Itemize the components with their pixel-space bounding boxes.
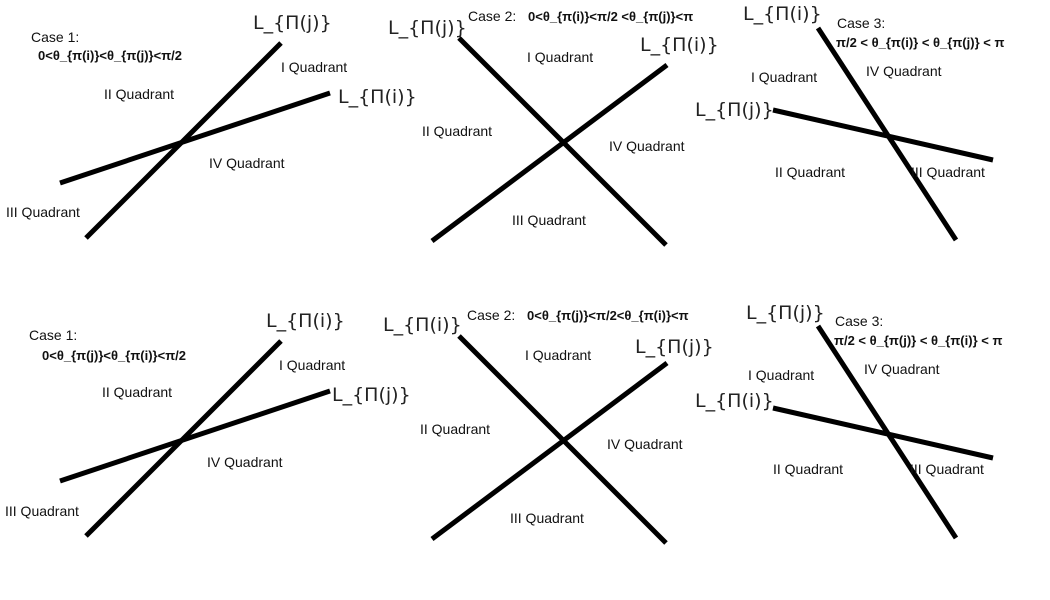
case3-mid-line-label: L_{Π(j)}: [695, 99, 774, 121]
case1-right-line-label: L_{Π(i)}: [338, 86, 417, 108]
diagram-row-bottom: Case 1: 0<θ_{π(j)}<θ_{π(i)}<π/2 L_{Π(i)}…: [0, 298, 1050, 598]
case3-condition: π/2 < θ_{π(i)} < θ_{π(j)} < π: [836, 35, 1005, 50]
case1-quadrant-3: III Quadrant: [5, 503, 79, 519]
case3-top-line-label: L_{Π(i)}: [743, 3, 822, 25]
case1-quadrant-4: IV Quadrant: [207, 454, 283, 470]
case1-title: Case 1:: [31, 29, 80, 45]
case3-title: Case 3:: [835, 313, 884, 329]
case1-quadrant-4: IV Quadrant: [209, 155, 285, 171]
case1-line-shallow: [59, 90, 331, 186]
case2-quadrant-4: IV Quadrant: [609, 138, 685, 154]
case2-quadrant-3: III Quadrant: [510, 510, 584, 526]
case1-title: Case 1:: [29, 327, 78, 343]
case2-left-line-label: L_{Π(i)}: [383, 314, 462, 336]
case1-condition: 0<θ_{π(i)}<θ_{π(j)}<π/2: [38, 48, 182, 63]
case3-title: Case 3:: [837, 15, 886, 31]
case2-title: Case 2:: [468, 8, 517, 24]
case1-quadrant-2: II Quadrant: [102, 384, 173, 400]
case2-left-line-label: L_{Π(j)}: [388, 17, 467, 39]
case2-condition: 0<θ_{π(j)}<π/2<θ_{π(i)}<π: [527, 308, 689, 323]
case1-quadrant-2: II Quadrant: [104, 86, 175, 102]
case3-quadrant-4: IV Quadrant: [864, 361, 940, 377]
case3-line-shallow: [772, 107, 994, 163]
case3-quadrant-2: II Quadrant: [773, 461, 844, 477]
case1-right-line-label: L_{Π(j)}: [332, 384, 411, 406]
case2-quadrant-4: IV Quadrant: [607, 436, 683, 452]
case1-condition: 0<θ_{π(j)}<θ_{π(i)}<π/2: [42, 348, 186, 363]
case2-quadrant-1: I Quadrant: [527, 49, 594, 65]
lines-layer: [59, 324, 994, 545]
case3-quadrant-3: III Quadrant: [910, 461, 984, 477]
case3-top-line-label: L_{Π(j)}: [746, 302, 825, 324]
case2-quadrant-2: II Quadrant: [420, 421, 491, 437]
case3-condition: π/2 < θ_{π(j)} < θ_{π(i)} < π: [834, 333, 1003, 348]
case2-quadrant-1: I Quadrant: [525, 347, 592, 363]
case2-condition: 0<θ_{π(i)}<π/2 <θ_{π(j)}<π: [528, 9, 694, 24]
case2-right-line-label: L_{Π(j)}: [635, 336, 714, 358]
case2-quadrant-3: III Quadrant: [512, 212, 586, 228]
case3-line-shallow: [772, 405, 994, 461]
case3-quadrant-1: I Quadrant: [751, 69, 818, 85]
case2-quadrant-2: II Quadrant: [422, 123, 493, 139]
case1-quadrant-1: I Quadrant: [279, 357, 346, 373]
case1-quadrant-3: III Quadrant: [6, 204, 80, 220]
diagram-row-top: Case 1: 0<θ_{π(i)}<θ_{π(j)}<π/2 L_{Π(j)}…: [6, 3, 1005, 247]
case2-title: Case 2:: [467, 307, 516, 323]
case3-mid-line-label: L_{Π(i)}: [695, 390, 774, 412]
case3-quadrant-1: I Quadrant: [748, 367, 815, 383]
case2-right-line-label: L_{Π(i)}: [640, 34, 719, 56]
case3-quadrant-2: II Quadrant: [775, 164, 846, 180]
case2-line-ascending: [430, 62, 669, 244]
case1-top-line-label: L_{Π(i)}: [266, 310, 345, 332]
case2-line-ascending: [430, 360, 669, 542]
case3-quadrant-3: III Quadrant: [911, 164, 985, 180]
case1-quadrant-1: I Quadrant: [281, 59, 348, 75]
case3-quadrant-4: IV Quadrant: [866, 63, 942, 79]
lines-layer: [59, 26, 994, 247]
case1-top-line-label: L_{Π(j)}: [253, 12, 332, 34]
case1-line-shallow: [59, 388, 331, 484]
